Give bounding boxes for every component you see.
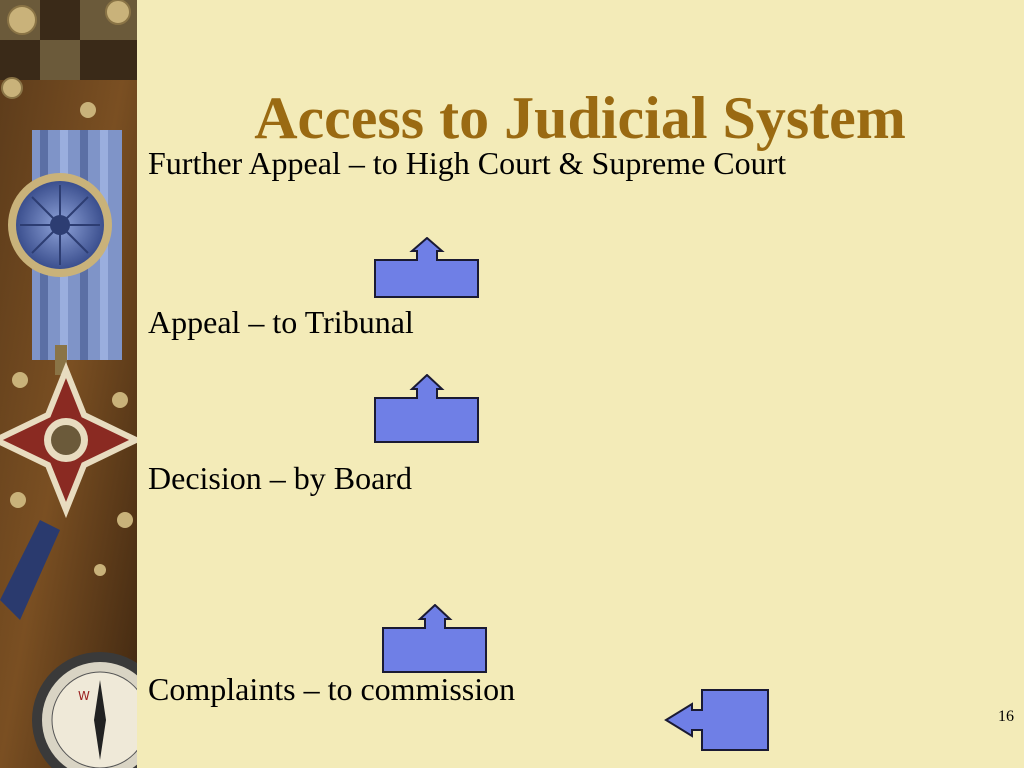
item-decision: Decision – by Board	[148, 460, 412, 496]
page-number: 16	[998, 708, 1014, 725]
up-arrow-callout-icon	[382, 604, 487, 673]
item-further-appeal: Further Appeal – to High Court & Supreme…	[148, 145, 787, 181]
item-complaints: Complaints – to commission	[148, 671, 516, 707]
up-arrow-callout-icon	[374, 237, 479, 298]
medal-compass-decoration-icon: W	[0, 0, 137, 768]
left-arrow-callout-icon	[664, 689, 769, 751]
up-arrow-callout-icon	[374, 374, 479, 443]
item-appeal: Appeal – to Tribunal	[148, 304, 414, 340]
slide-title: Access to Judicial System	[254, 85, 906, 151]
svg-text:W: W	[78, 689, 90, 703]
